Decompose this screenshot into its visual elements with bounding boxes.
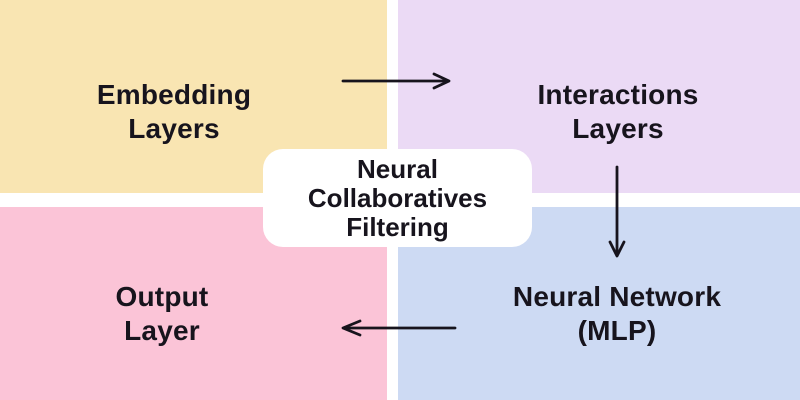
right-arrow-icon: [341, 72, 451, 90]
label-line: Neural Network: [512, 281, 722, 312]
interactions-layers-label: Interactions Layers: [537, 78, 698, 146]
label-line: Interactions: [537, 79, 699, 110]
label-line: Layers: [572, 113, 664, 144]
down-arrow-icon: [608, 165, 626, 258]
embedding-layers-label: Embedding Layers: [97, 78, 251, 146]
center-node-neural-collaborative-filtering: Neural Collaboratives Filtering: [263, 149, 532, 247]
label-line: Embedding: [96, 79, 252, 110]
label-line: Layers: [128, 113, 220, 144]
center-node-line: Neural: [357, 153, 438, 184]
label-line: (MLP): [577, 315, 657, 346]
label-line: Layer: [124, 315, 200, 346]
neural-network-mlp-label: Neural Network (MLP): [513, 280, 721, 348]
label-line: Output: [115, 281, 209, 312]
output-layer-label: Output Layer: [116, 280, 209, 348]
center-node-line: Filtering: [346, 211, 449, 242]
center-node-line: Collaboratives: [307, 182, 488, 213]
left-arrow-icon: [341, 319, 457, 337]
